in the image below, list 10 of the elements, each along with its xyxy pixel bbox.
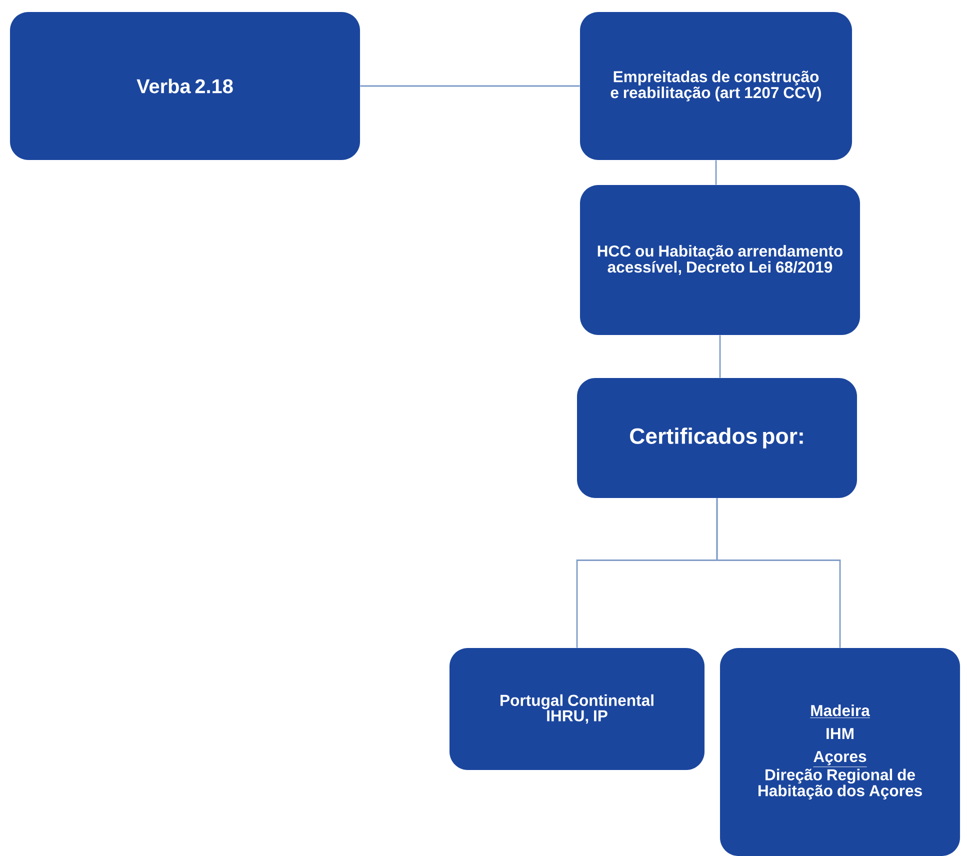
process-box: Madeira IHM Açores Direção Regional de Habitação dos Açores [720, 648, 960, 856]
process-box: HCC ou Habitação arrendamento acessível, Decreto Lei 68/2019 [580, 185, 860, 335]
connector-line [715, 160, 717, 185]
connector-line [719, 335, 721, 378]
process-box: Verba 2.18 [10, 12, 360, 160]
process-box: Certificados por: [577, 378, 858, 498]
process-box: Portugal Continental IHRU, IP [450, 648, 705, 770]
process-box: Empreitadas de construção e reabilitação (art 1207 CCV) [580, 12, 852, 160]
connector-line [716, 498, 841, 648]
connector-line [360, 85, 580, 87]
